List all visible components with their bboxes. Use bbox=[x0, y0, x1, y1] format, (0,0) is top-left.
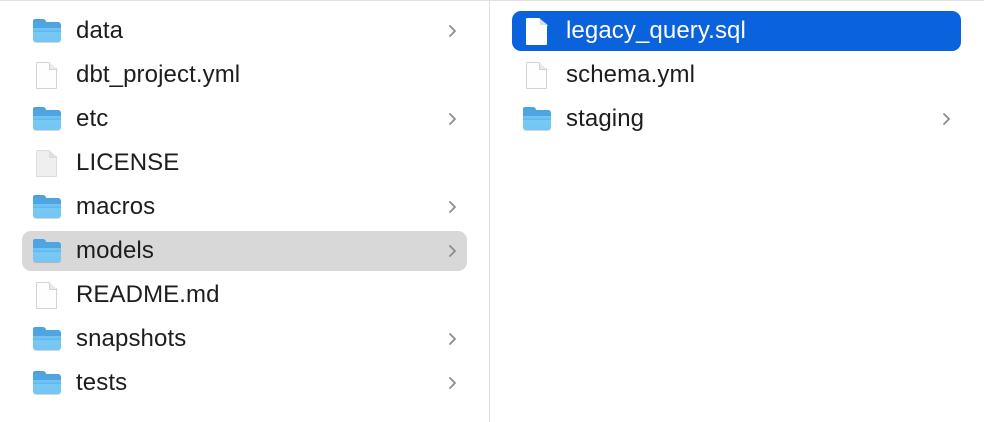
document-icon-fold bbox=[49, 150, 58, 158]
file-list-column-2: legacy_query.sql schema.yml staging bbox=[490, 1, 983, 139]
document-icon-page bbox=[526, 18, 547, 45]
file-browser-column-2: legacy_query.sql schema.yml staging bbox=[490, 1, 983, 422]
document-icon bbox=[32, 60, 62, 90]
document-icon-page bbox=[36, 62, 57, 89]
file-row[interactable]: schema.yml bbox=[512, 55, 961, 95]
document-icon bbox=[32, 148, 62, 178]
folder-icon bbox=[32, 192, 62, 222]
document-icon bbox=[32, 280, 62, 310]
item-label: README.md bbox=[76, 281, 220, 308]
item-label: staging bbox=[566, 105, 645, 132]
folder-icon-shine bbox=[33, 198, 61, 204]
item-label: legacy_query.sql bbox=[566, 17, 746, 44]
document-icon-fold bbox=[49, 62, 58, 70]
folder-row[interactable]: staging bbox=[512, 99, 961, 139]
folder-icon-shine bbox=[33, 374, 61, 380]
folder-row[interactable]: etc bbox=[22, 99, 467, 139]
folder-icon-shine bbox=[33, 110, 61, 116]
item-label: schema.yml bbox=[566, 61, 696, 88]
document-icon bbox=[522, 60, 552, 90]
folder-icon-shine bbox=[33, 242, 61, 248]
file-row[interactable]: LICENSE bbox=[22, 143, 467, 183]
file-row[interactable]: legacy_query.sql bbox=[512, 11, 961, 51]
folder-icon-shine bbox=[33, 330, 61, 336]
chevron-right-icon[interactable] bbox=[445, 21, 461, 41]
folder-icon bbox=[32, 324, 62, 354]
folder-icon-shine bbox=[33, 22, 61, 28]
folder-icon bbox=[32, 368, 62, 398]
chevron-right-icon[interactable] bbox=[445, 197, 461, 217]
item-label: snapshots bbox=[76, 325, 187, 352]
chevron-right-icon[interactable] bbox=[445, 241, 461, 261]
folder-icon bbox=[522, 104, 552, 134]
folder-row[interactable]: data bbox=[22, 11, 467, 51]
file-row[interactable]: README.md bbox=[22, 275, 467, 315]
item-label: dbt_project.yml bbox=[76, 61, 241, 88]
document-icon bbox=[522, 16, 552, 46]
item-label: LICENSE bbox=[76, 149, 180, 176]
folder-icon-shine bbox=[523, 110, 551, 116]
chevron-right-icon[interactable] bbox=[445, 373, 461, 393]
document-icon-page bbox=[36, 150, 57, 177]
folder-row[interactable]: snapshots bbox=[22, 319, 467, 359]
document-icon-fold bbox=[539, 18, 548, 26]
item-label: models bbox=[76, 237, 154, 264]
chevron-right-icon[interactable] bbox=[445, 329, 461, 349]
folder-row[interactable]: tests bbox=[22, 363, 467, 403]
item-label: tests bbox=[76, 369, 128, 396]
item-label: data bbox=[76, 17, 124, 44]
folder-icon bbox=[32, 236, 62, 266]
chevron-right-icon[interactable] bbox=[445, 109, 461, 129]
folder-icon bbox=[32, 16, 62, 46]
document-icon-fold bbox=[49, 282, 58, 290]
document-icon-page bbox=[36, 282, 57, 309]
folder-row[interactable]: models bbox=[22, 231, 467, 271]
folder-icon bbox=[32, 104, 62, 134]
document-icon-fold bbox=[539, 62, 548, 70]
document-icon-page bbox=[526, 62, 547, 89]
chevron-right-icon[interactable] bbox=[939, 109, 955, 129]
item-label: macros bbox=[76, 193, 156, 220]
folder-row[interactable]: macros bbox=[22, 187, 467, 227]
file-row[interactable]: dbt_project.yml bbox=[22, 55, 467, 95]
item-label: etc bbox=[76, 105, 109, 132]
